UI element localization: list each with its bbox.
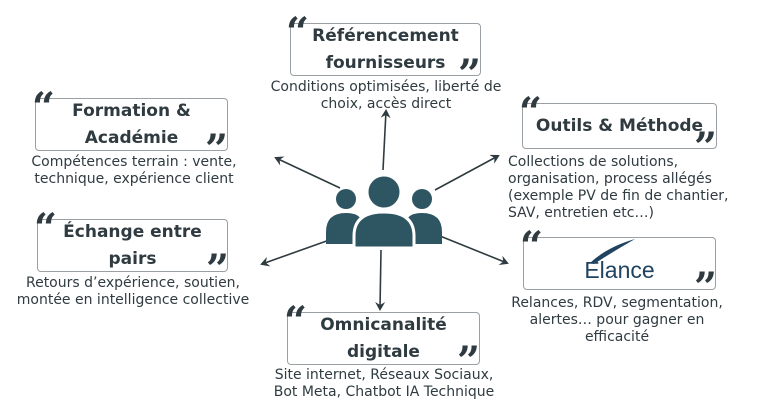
quote-close-icon: ”	[694, 124, 718, 171]
group-people-icon	[326, 173, 442, 250]
node-outils-desc-line4: SAV, entretien etc…)	[508, 205, 654, 221]
node-echange-desc-line1: Retours d’expérience, soutien,	[25, 275, 241, 291]
quote-close-icon: ”	[205, 126, 229, 173]
node-formation-box: Formation & Académie	[35, 98, 228, 151]
node-referencement-box: Référencement fournisseurs	[290, 23, 481, 76]
node-referencement-desc-line2: choix, accès direct	[320, 96, 452, 112]
node-outils-desc: Collections de solutions, organisation, …	[508, 154, 766, 222]
node-formation-desc-line1: Compétences terrain : vente,	[31, 154, 237, 170]
quote-close-icon: ”	[694, 264, 718, 311]
arrow-to-formation	[274, 156, 341, 189]
node-formation-title-line1: Formation &	[72, 100, 191, 121]
node-outils-desc-line2: organisation, process allégés	[508, 171, 712, 187]
arrow-to-referencement	[380, 109, 391, 171]
quote-open-icon: “	[284, 298, 308, 345]
node-formation-desc-line2: technique, expérience client	[34, 171, 234, 187]
quote-open-icon: “	[34, 205, 58, 252]
node-elance-desc-line1: Relances, RDV, segmentation,	[511, 295, 723, 311]
node-outils-box: Outils & Méthode	[522, 103, 717, 149]
node-omnicanalite-box: Omnicanalité digitale	[287, 312, 480, 365]
node-outils-desc-line3: (exemple PV de fin de chantier,	[508, 188, 729, 204]
node-echange-title-line1: Échange entre	[63, 221, 202, 242]
node-referencement-title-line1: Référencement	[312, 25, 459, 46]
node-echange-desc-line2: montée en intelligence collective	[16, 292, 250, 308]
node-referencement-title-line2: fournisseurs	[325, 52, 446, 73]
node-omnicanalite-title-line2: digitale	[347, 341, 420, 362]
quote-open-icon: “	[520, 223, 544, 270]
node-referencement-desc-line1: Conditions optimisées, liberté de	[270, 79, 502, 95]
quote-open-icon: “	[286, 9, 310, 56]
arrow-to-outils	[434, 154, 500, 191]
node-omnicanalite-title-line1: Omnicanalité	[320, 314, 447, 335]
node-referencement-desc: Conditions optimisées, liberté de choix,…	[250, 79, 522, 113]
node-outils-title-line1: Outils & Méthode	[535, 115, 704, 136]
node-elance-desc-line3: efficacité	[584, 329, 650, 345]
node-echange-desc: Retours d’expérience, soutien, montée en…	[2, 275, 264, 309]
node-formation-desc: Compétences terrain : vente, technique, …	[20, 154, 248, 188]
arrow-to-elance	[439, 235, 509, 266]
arrow-to-omnicanalite	[375, 249, 386, 311]
quote-close-icon: ”	[457, 338, 481, 385]
node-formation-title-line2: Académie	[84, 127, 179, 148]
node-echange-title-line2: pairs	[108, 248, 157, 269]
node-outils-desc-line1: Collections de solutions,	[508, 154, 679, 170]
node-elance-desc: Relances, RDV, segmentation, alertes… po…	[494, 295, 740, 346]
quote-open-icon: “	[32, 84, 56, 131]
node-elance-desc-line2: alertes… pour gagner en	[529, 312, 705, 328]
node-omnicanalite-desc-line1: Site internet, Réseaux Sociaux,	[274, 367, 494, 383]
quote-close-icon: ”	[458, 51, 482, 98]
quote-close-icon: ”	[206, 246, 230, 293]
arrow-to-echange	[260, 237, 336, 267]
node-echange-box: Échange entre pairs	[37, 219, 228, 272]
node-omnicanalite-desc: Site internet, Réseaux Sociaux, Bot Meta…	[236, 367, 532, 401]
quote-open-icon: “	[519, 89, 543, 136]
elance-swoosh-icon	[590, 239, 635, 264]
node-omnicanalite-desc-line2: Bot Meta, Chatbot IA Technique	[273, 384, 495, 400]
